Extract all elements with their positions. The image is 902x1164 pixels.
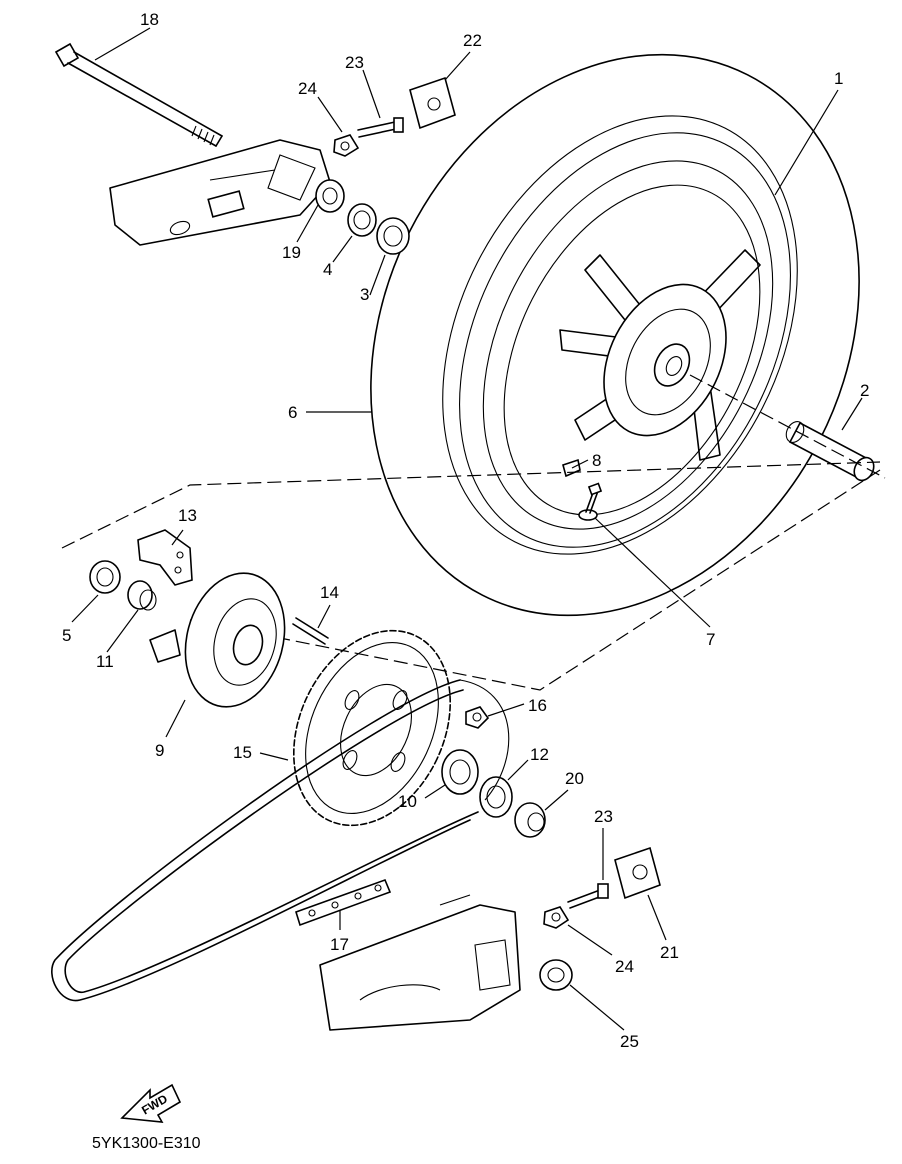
callout-1: 1 <box>834 69 843 88</box>
callout-2: 2 <box>860 381 869 400</box>
callout-20: 20 <box>565 769 584 788</box>
callout-12: 12 <box>530 745 549 764</box>
bearing-3 <box>376 217 410 255</box>
collar-19 <box>315 179 345 213</box>
swingarm-left <box>109 139 331 246</box>
callout-16: 16 <box>528 696 547 715</box>
nut-24-upper <box>333 134 360 157</box>
nut-25 <box>539 959 573 991</box>
forward-direction-arrow: FWD <box>120 1083 182 1123</box>
callout-7: 7 <box>706 630 715 649</box>
bearing-10 <box>441 749 479 795</box>
chain-puller-21 <box>614 846 661 900</box>
callout-25: 25 <box>620 1032 639 1051</box>
callout-5: 5 <box>62 626 71 645</box>
collar-2 <box>785 421 875 482</box>
callout-24-upper: 24 <box>298 79 317 98</box>
oil-seal-4 <box>347 203 377 237</box>
callout-4: 4 <box>323 260 332 279</box>
bearing-5 <box>89 560 121 594</box>
sprocket-15 <box>292 629 452 827</box>
callout-6: 6 <box>288 403 297 422</box>
callout-9: 9 <box>155 741 164 760</box>
tire <box>370 53 860 617</box>
stud-bolt-14 <box>292 617 329 645</box>
callout-23-upper: 23 <box>345 53 364 72</box>
axle-centerline <box>689 374 886 479</box>
assembly-frame <box>61 461 881 691</box>
callout-14: 14 <box>320 583 339 602</box>
callout-11: 11 <box>96 652 114 671</box>
callout-13: 13 <box>178 506 197 525</box>
callout-15: 15 <box>233 743 252 762</box>
callout-21: 21 <box>660 943 679 962</box>
diagram-code: 5YK1300-E310 <box>92 1135 201 1152</box>
balance-weight <box>562 458 581 478</box>
callout-8: 8 <box>592 451 601 470</box>
tire-valve <box>578 482 603 521</box>
drive-chain <box>51 679 510 1002</box>
callout-labels: 1 2 3 4 5 6 7 8 9 10 11 12 13 14 15 16 1… <box>62 10 869 1051</box>
callout-10: 10 <box>398 792 417 811</box>
oil-seal-12 <box>479 776 513 818</box>
callout-22: 22 <box>463 31 482 50</box>
collar-20 <box>514 802 546 838</box>
nut-16 <box>465 706 490 729</box>
clutch-hub-9 <box>149 572 286 708</box>
callout-17: 17 <box>330 935 349 954</box>
callout-18: 18 <box>140 10 159 29</box>
callout-23-lower: 23 <box>594 807 613 826</box>
callout-19: 19 <box>282 243 301 262</box>
chain-puller-22 <box>409 76 456 130</box>
chain-joint-17 <box>295 878 392 927</box>
callout-24-lower: 24 <box>615 957 634 976</box>
nut-24-lower <box>543 906 570 929</box>
rear-wheel <box>459 132 791 548</box>
bolt-23-lower <box>567 883 609 909</box>
bolt-23-upper <box>357 117 404 138</box>
leader-lines <box>71 27 863 1031</box>
rear-wheel-axle <box>54 42 223 147</box>
damper-13 <box>137 529 193 586</box>
callout-3: 3 <box>360 285 369 304</box>
collar-11 <box>127 580 157 611</box>
swingarm-right <box>319 894 521 1031</box>
